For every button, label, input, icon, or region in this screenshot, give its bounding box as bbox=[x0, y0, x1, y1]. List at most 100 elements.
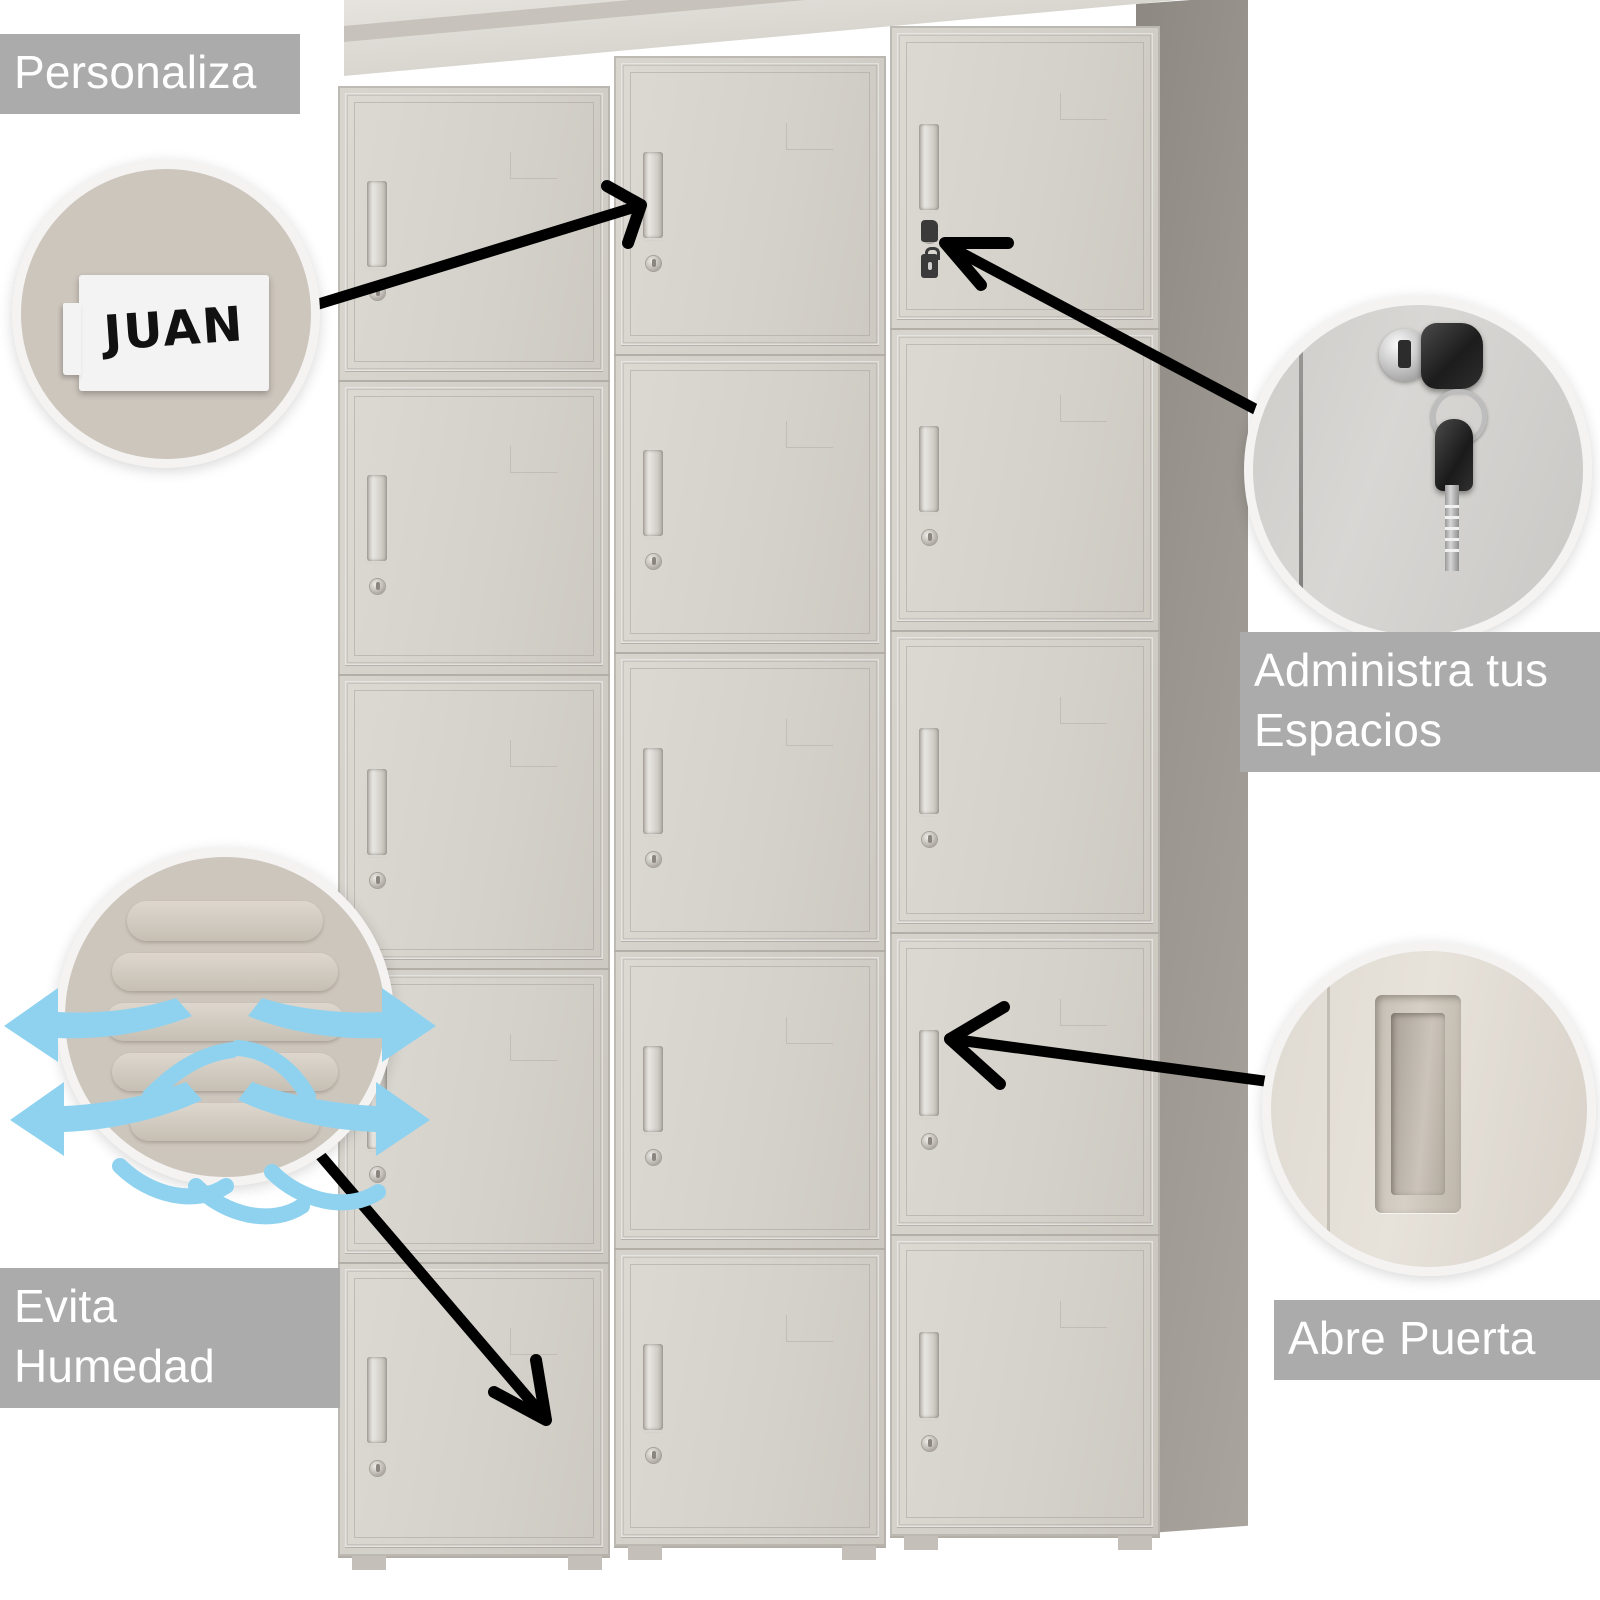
door-handle-icon[interactable] bbox=[919, 727, 939, 814]
key-lock-icon[interactable] bbox=[646, 1150, 661, 1166]
key-blade-icon bbox=[1445, 485, 1459, 571]
door-seam bbox=[1327, 951, 1330, 1267]
louver-slat bbox=[127, 901, 323, 941]
locker-compartment[interactable] bbox=[890, 328, 1160, 632]
key-head-icon bbox=[1421, 323, 1483, 389]
key-lock-icon[interactable] bbox=[370, 285, 385, 301]
door-handle-icon[interactable] bbox=[367, 1357, 387, 1444]
name-tag-text: JUAN bbox=[101, 296, 247, 362]
locker-door[interactable] bbox=[621, 957, 879, 1239]
door-handle-icon[interactable] bbox=[367, 475, 387, 562]
door-handle-icon[interactable] bbox=[643, 1046, 663, 1133]
card-slot-icon bbox=[786, 1016, 833, 1044]
card-slot-icon bbox=[1060, 93, 1107, 121]
locker-compartment[interactable] bbox=[614, 1248, 886, 1548]
card-slot-icon bbox=[786, 122, 833, 150]
key-lock-icon[interactable] bbox=[922, 1435, 937, 1451]
card-slot-icon bbox=[786, 1314, 833, 1342]
door-handle-icon[interactable] bbox=[919, 1029, 939, 1116]
second-key-head-icon bbox=[1435, 419, 1473, 491]
locker-door[interactable] bbox=[345, 681, 603, 959]
locker-compartment[interactable] bbox=[614, 652, 886, 952]
locker-foot bbox=[628, 1546, 662, 1560]
louver-slat bbox=[105, 1003, 345, 1041]
locker-door[interactable] bbox=[897, 939, 1153, 1225]
locker-compartment[interactable] bbox=[890, 26, 1160, 330]
key-lock-icon[interactable] bbox=[370, 873, 385, 889]
locker-door[interactable] bbox=[621, 63, 879, 345]
key-lock-icon[interactable] bbox=[370, 1167, 385, 1183]
locker-compartment[interactable] bbox=[890, 630, 1160, 934]
door-handle-icon[interactable] bbox=[643, 152, 663, 239]
locker-column-1 bbox=[338, 86, 610, 1558]
card-slot-icon bbox=[510, 151, 557, 179]
locker-compartment[interactable] bbox=[614, 56, 886, 356]
callout-circle-name-tag: JUAN bbox=[12, 160, 320, 468]
louver-slat bbox=[112, 953, 338, 991]
louver-slat bbox=[112, 1053, 338, 1091]
locker-compartment[interactable] bbox=[338, 674, 610, 970]
label-evita-humedad: Evita Humedad bbox=[0, 1268, 340, 1408]
key-lock-icon[interactable] bbox=[922, 227, 937, 243]
locker-door[interactable] bbox=[345, 387, 603, 665]
locker-unit bbox=[330, 0, 1260, 1600]
locker-compartment[interactable] bbox=[614, 354, 886, 654]
locker-compartment[interactable] bbox=[338, 380, 610, 676]
locker-foot bbox=[352, 1556, 386, 1570]
locker-door[interactable] bbox=[897, 1241, 1153, 1527]
locker-compartment[interactable] bbox=[890, 1234, 1160, 1538]
key-lock-icon[interactable] bbox=[370, 579, 385, 595]
door-handle-icon[interactable] bbox=[919, 123, 939, 210]
card-slot-icon bbox=[1060, 999, 1107, 1027]
locker-compartment[interactable] bbox=[614, 950, 886, 1250]
locker-compartment[interactable] bbox=[890, 932, 1160, 1236]
locker-door[interactable] bbox=[897, 33, 1153, 319]
louver-slat bbox=[130, 1103, 320, 1141]
locker-compartment[interactable] bbox=[338, 86, 610, 382]
door-handle-icon[interactable] bbox=[919, 425, 939, 512]
key-lock-icon[interactable] bbox=[370, 1461, 385, 1477]
door-handle-icon[interactable] bbox=[643, 450, 663, 537]
card-slot-icon bbox=[786, 718, 833, 746]
key-lock-icon[interactable] bbox=[646, 554, 661, 570]
door-seam bbox=[1299, 305, 1303, 635]
label-abre-puerta: Abre Puerta bbox=[1274, 1300, 1600, 1380]
key-lock-icon[interactable] bbox=[646, 852, 661, 868]
locker-foot bbox=[568, 1556, 602, 1570]
locker-door[interactable] bbox=[897, 335, 1153, 621]
locker-foot bbox=[842, 1546, 876, 1560]
key-lock-icon[interactable] bbox=[922, 1133, 937, 1149]
door-handle-icon[interactable] bbox=[643, 748, 663, 835]
card-slot-icon bbox=[786, 420, 833, 448]
card-slot-icon bbox=[510, 445, 557, 473]
locker-door[interactable] bbox=[345, 93, 603, 371]
door-handle-icon[interactable] bbox=[367, 181, 387, 268]
door-latch-icon[interactable] bbox=[921, 219, 938, 242]
recessed-handle-icon bbox=[1375, 995, 1461, 1213]
callout-circle-door-handle bbox=[1262, 942, 1596, 1276]
padlock-icon[interactable] bbox=[921, 246, 940, 278]
door-handle-icon[interactable] bbox=[367, 769, 387, 856]
locker-foot bbox=[1118, 1536, 1152, 1550]
locker-door[interactable] bbox=[897, 637, 1153, 923]
name-card-holder-icon: JUAN bbox=[63, 275, 269, 391]
door-handle-icon[interactable] bbox=[643, 1344, 663, 1431]
locker-compartment[interactable] bbox=[338, 1262, 610, 1558]
key-lock-icon[interactable] bbox=[646, 1448, 661, 1464]
locker-door[interactable] bbox=[345, 1269, 603, 1547]
locker-column-2 bbox=[614, 56, 886, 1548]
card-slot-icon bbox=[510, 739, 557, 767]
card-slot-icon bbox=[1060, 1301, 1107, 1329]
label-administra-tus-espacios: Administra tus Espacios bbox=[1240, 632, 1600, 772]
locker-door[interactable] bbox=[621, 361, 879, 643]
key-lock-icon[interactable] bbox=[646, 256, 661, 272]
card-slot-icon bbox=[510, 1327, 557, 1355]
key-lock-icon[interactable] bbox=[922, 529, 937, 545]
key-lock-icon[interactable] bbox=[922, 831, 937, 847]
door-handle-icon[interactable] bbox=[919, 1331, 939, 1418]
card-slot-icon bbox=[1060, 697, 1107, 725]
card-slot-icon bbox=[510, 1033, 557, 1061]
locker-door[interactable] bbox=[621, 659, 879, 941]
callout-circle-key-lock bbox=[1244, 296, 1592, 644]
locker-door[interactable] bbox=[621, 1255, 879, 1537]
